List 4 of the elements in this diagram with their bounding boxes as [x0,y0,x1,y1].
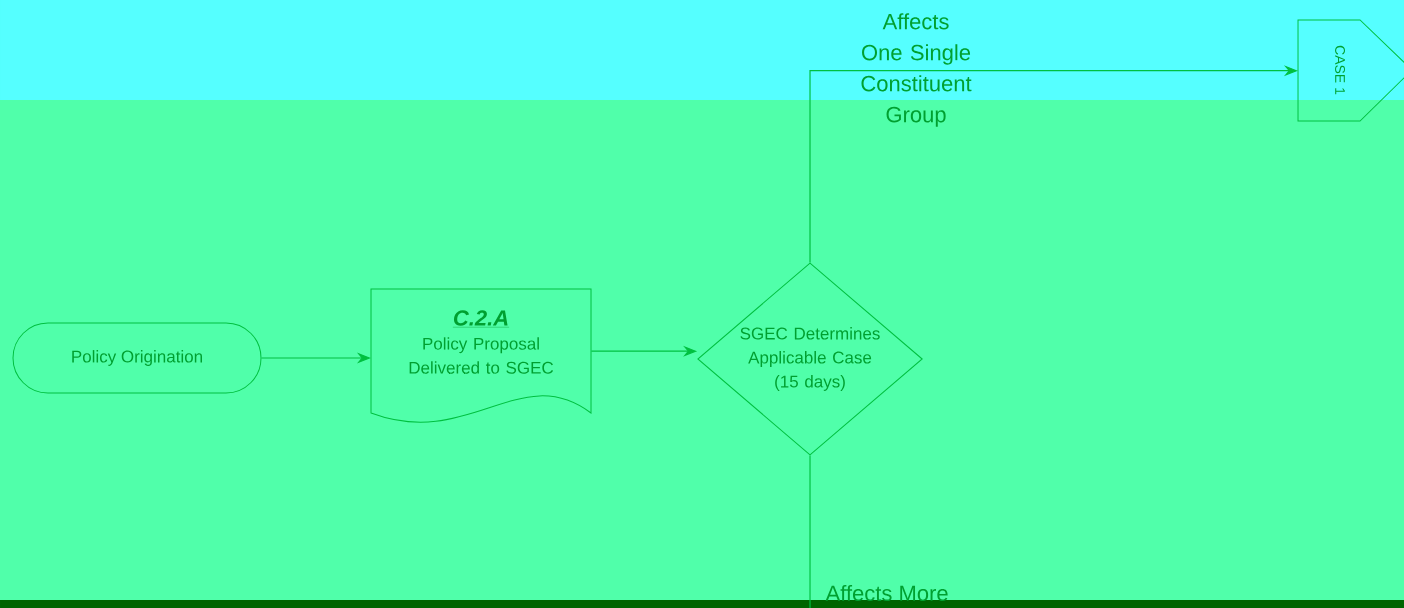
edge-label: Affects One Single Constituent Group [861,13,972,127]
offpage-connector: CASE 1 [1297,19,1404,122]
edge-label: Affects More [825,584,948,602]
terminal-box: Policy Origination [12,322,262,394]
